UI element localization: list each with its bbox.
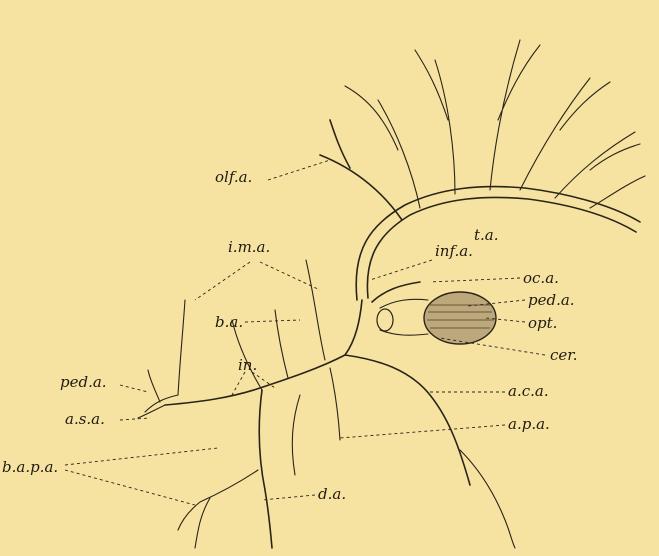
leader-a-p-a: [340, 425, 505, 438]
vessel-right-descending: [460, 450, 515, 548]
label-a-p-a: a.p.a.: [508, 415, 550, 433]
vessel-b-a-2: [275, 310, 288, 378]
leader-ped-a-left: [120, 385, 148, 392]
vessel-top-branch-1: [345, 86, 420, 208]
label-olf-a: olf.a.: [215, 168, 252, 186]
label-in: in.: [238, 356, 257, 374]
labels: olf.a. t.a. i.m.a. inf.a. oc.a. ped.a. o…: [2, 168, 578, 503]
vessel-a-p-a: [330, 368, 340, 440]
leader-i-m-a: [195, 262, 320, 300]
vessel-a-c-a: [345, 355, 470, 485]
vessel-lower-branch: [292, 395, 300, 475]
label-t-a: t.a.: [474, 226, 499, 244]
label-opt: opt.: [528, 314, 557, 332]
leader-olf-a: [268, 160, 330, 180]
vessel-top-branch-5: [555, 132, 640, 198]
vessel-left-vertical: [178, 300, 185, 395]
label-oc-a: oc.a.: [523, 269, 559, 287]
vessel-d-a-branch: [178, 470, 258, 530]
vessel-left-branch: [145, 370, 178, 412]
label-a-c-a: a.c.a.: [508, 382, 549, 400]
optic-stalk-end: [377, 309, 393, 331]
leader-oc-a: [430, 278, 520, 282]
label-ped-a-right: ped.a.: [528, 291, 575, 309]
optic-region: [377, 292, 496, 344]
leader-cer: [440, 338, 545, 355]
leader-inf-a: [370, 260, 432, 280]
vessel-top-branch-6: [590, 176, 645, 208]
vessel-top-branch-4: [520, 78, 610, 190]
vessel-stalk: [345, 300, 362, 355]
leader-a-s-a: [120, 418, 150, 420]
label-b-a-p-a: b.a.p.a.: [2, 458, 58, 476]
optic-lobe: [424, 292, 496, 344]
vessel-d-a-branch-2: [195, 498, 210, 548]
leader-d-a: [262, 495, 315, 500]
label-a-s-a: a.s.a.: [65, 410, 105, 428]
vessel-b-a: [306, 260, 325, 360]
vessel-top-branch-3: [490, 40, 540, 190]
label-cer: cer.: [550, 346, 578, 364]
label-b-a: b.a.: [215, 313, 243, 331]
label-inf-a: inf.a.: [435, 242, 473, 260]
vessel-olf-a: [320, 120, 402, 220]
vessel-t-a-arch-inner: [367, 197, 636, 298]
label-i-m-a: i.m.a.: [228, 238, 270, 256]
vessel-descending: [259, 390, 272, 548]
label-d-a: d.a.: [318, 485, 346, 503]
label-ped-a-left: ped.a.: [60, 373, 107, 391]
leader-b-a: [245, 320, 300, 322]
leader-b-a-p-a: [65, 448, 218, 505]
optic-stalk: [380, 299, 428, 335]
vessel-top-branch-2: [415, 50, 455, 194]
